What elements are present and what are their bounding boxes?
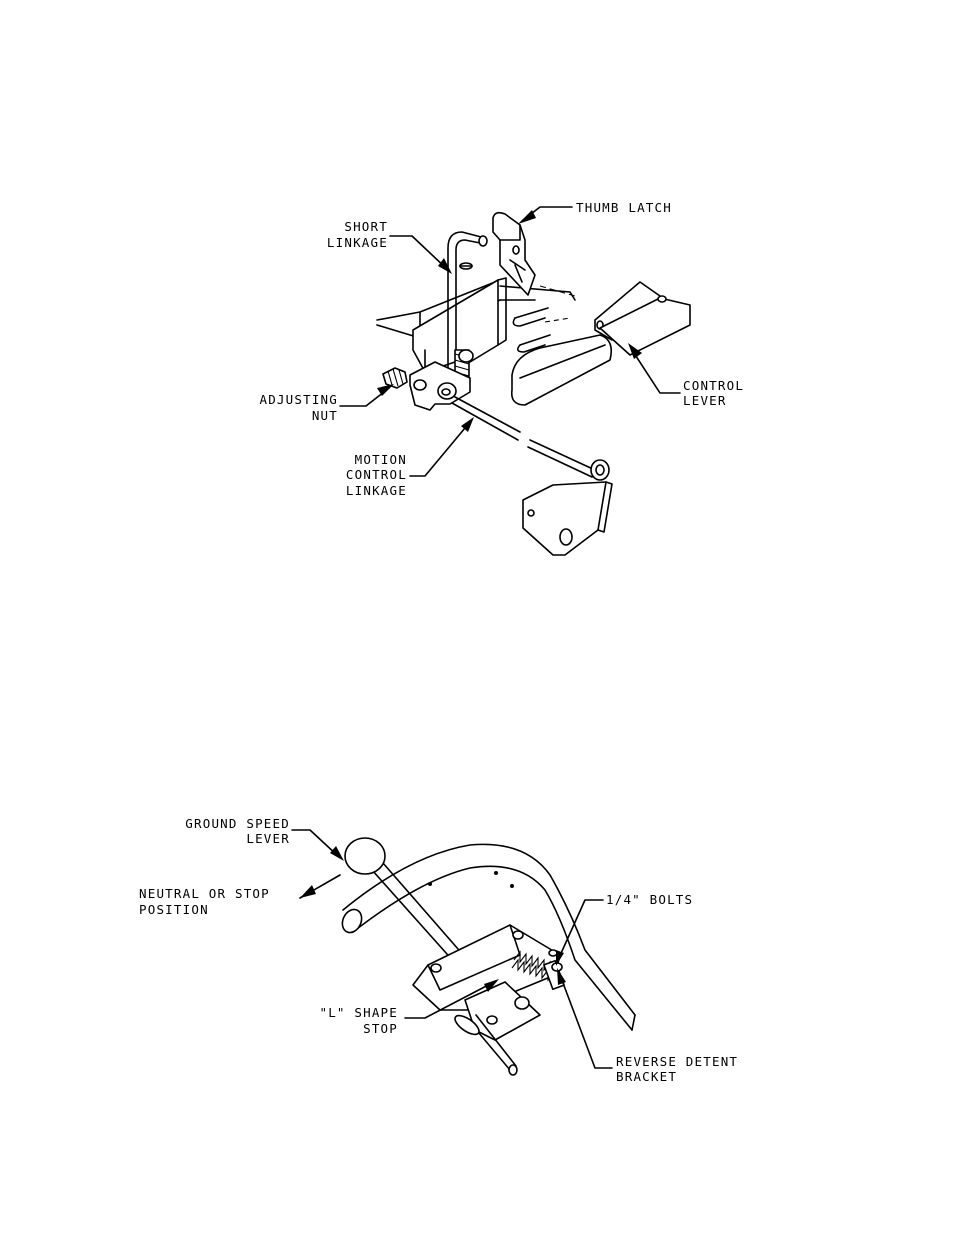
ground-speed-lever-part — [344, 837, 466, 964]
thumb-latch-part — [492, 211, 536, 296]
label-ground-speed-line1: GROUND SPEED — [185, 816, 290, 831]
motion-control-linkage-rod — [451, 396, 610, 481]
pump-arm-plate — [522, 481, 613, 556]
label-motion-control-line2: CONTROL — [346, 467, 407, 482]
label-quarter-inch-bolts: 1/4" BOLTS — [606, 892, 693, 907]
bolts — [548, 949, 563, 972]
label-short-linkage-line2: LINKAGE — [327, 235, 388, 250]
label-reverse-detent-line1: REVERSE DETENT — [616, 1054, 738, 1069]
label-short-linkage-line1: SHORT — [344, 219, 388, 234]
motion-control-assembly-figure: THUMB LATCH SHORT LINKAGE ADJUSTING NUT … — [259, 200, 744, 556]
leader-lines-bottom — [291, 829, 613, 1069]
label-thumb-latch: THUMB LATCH — [576, 200, 672, 215]
l-shape-stop-part — [454, 996, 530, 1076]
label-control-lever-line2: LEVER — [683, 393, 727, 408]
label-motion-control-line3: LINKAGE — [346, 483, 407, 498]
label-control-lever-line1: CONTROL — [683, 378, 744, 393]
label-ground-speed-line2: LEVER — [246, 831, 290, 846]
control-lever-part — [510, 281, 691, 406]
hairpin-clips — [512, 307, 571, 353]
leader-lines-top — [339, 206, 681, 477]
label-l-shape-stop-line2: STOP — [363, 1021, 398, 1036]
adjusting-block — [409, 361, 471, 411]
label-motion-control-line1: MOTION — [355, 452, 407, 467]
adjusting-nut-part — [382, 367, 408, 389]
label-adjusting-nut-line1: ADJUSTING — [259, 392, 338, 407]
label-neutral-line2: POSITION — [139, 902, 209, 917]
short-linkage-rod — [447, 231, 488, 369]
label-reverse-detent-line2: BRACKET — [616, 1069, 677, 1084]
ground-speed-lever-figure: GROUND SPEED LEVER NEUTRAL OR STOP POSIT… — [139, 816, 738, 1084]
detent-bracket-assembly — [412, 924, 561, 1041]
label-adjusting-nut-line2: NUT — [312, 408, 338, 423]
label-l-shape-stop-line1: "L" SHAPE — [319, 1005, 398, 1020]
label-neutral-line1: NEUTRAL OR STOP — [139, 886, 270, 901]
